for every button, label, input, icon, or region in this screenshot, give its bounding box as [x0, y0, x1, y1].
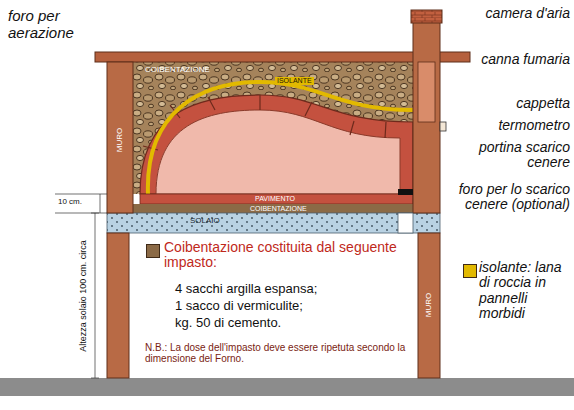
flue	[418, 62, 435, 122]
legend-text: Coibentazione costituita dal seguente im…	[164, 240, 404, 271]
oven-dome	[140, 95, 413, 194]
note-text: 1 sacco di vermiculite;	[175, 299, 303, 313]
dimension-line	[91, 213, 99, 378]
left-wall	[107, 233, 129, 378]
part-label: PAVIMENTO	[255, 195, 295, 203]
note-text: N.B.: La dose dell'impasto deve essere r…	[145, 342, 407, 364]
part-label: ISOLANTE	[275, 77, 314, 85]
floor	[140, 194, 413, 204]
legend-panel	[133, 236, 415, 376]
legend-swatch	[146, 244, 160, 258]
part-label: COIBENTAZIONE	[145, 66, 210, 75]
callout-label: cappetta	[446, 96, 570, 111]
note-text: 4 sacchi argilla espansa;	[175, 282, 317, 296]
callout-label: termometro	[446, 118, 570, 133]
insulation-fill	[133, 62, 413, 194]
thermometer	[440, 122, 446, 131]
legend-swatch	[463, 264, 477, 278]
part-label: MURO	[425, 293, 434, 317]
ash-door	[398, 189, 413, 195]
slab	[107, 213, 440, 233]
chimney-cap	[411, 10, 442, 23]
legend-text: isolante: lana di roccia in pannelli mor…	[479, 260, 571, 322]
callout-label: canna fumaria	[446, 52, 570, 67]
callout-label: foro per aerazione	[8, 8, 98, 41]
part-label: SOLAIO	[190, 217, 220, 226]
oven-chamber	[156, 110, 400, 194]
note-text: kg. 50 di cemento.	[175, 316, 281, 330]
dimension-label: 10 cm.	[58, 198, 82, 207]
ash-hole	[398, 213, 413, 233]
dimension-line	[55, 194, 107, 213]
left-wall	[107, 62, 133, 213]
ground	[0, 378, 574, 396]
dimension-label: Altezza solaio 100 cm. circa	[79, 240, 89, 352]
floor-insulation	[133, 204, 413, 213]
callout-label: camera d'aria	[446, 6, 570, 21]
callout-label: foro per lo scarico cenere (optional)	[446, 182, 570, 213]
right-wall	[418, 233, 440, 378]
part-label: COIBENTAZIONE	[250, 205, 307, 213]
insulation-blanket	[148, 82, 413, 194]
callout-label: portina scarico cenere	[446, 140, 570, 171]
chimney-column	[413, 22, 440, 213]
part-label: MURO	[116, 128, 125, 152]
